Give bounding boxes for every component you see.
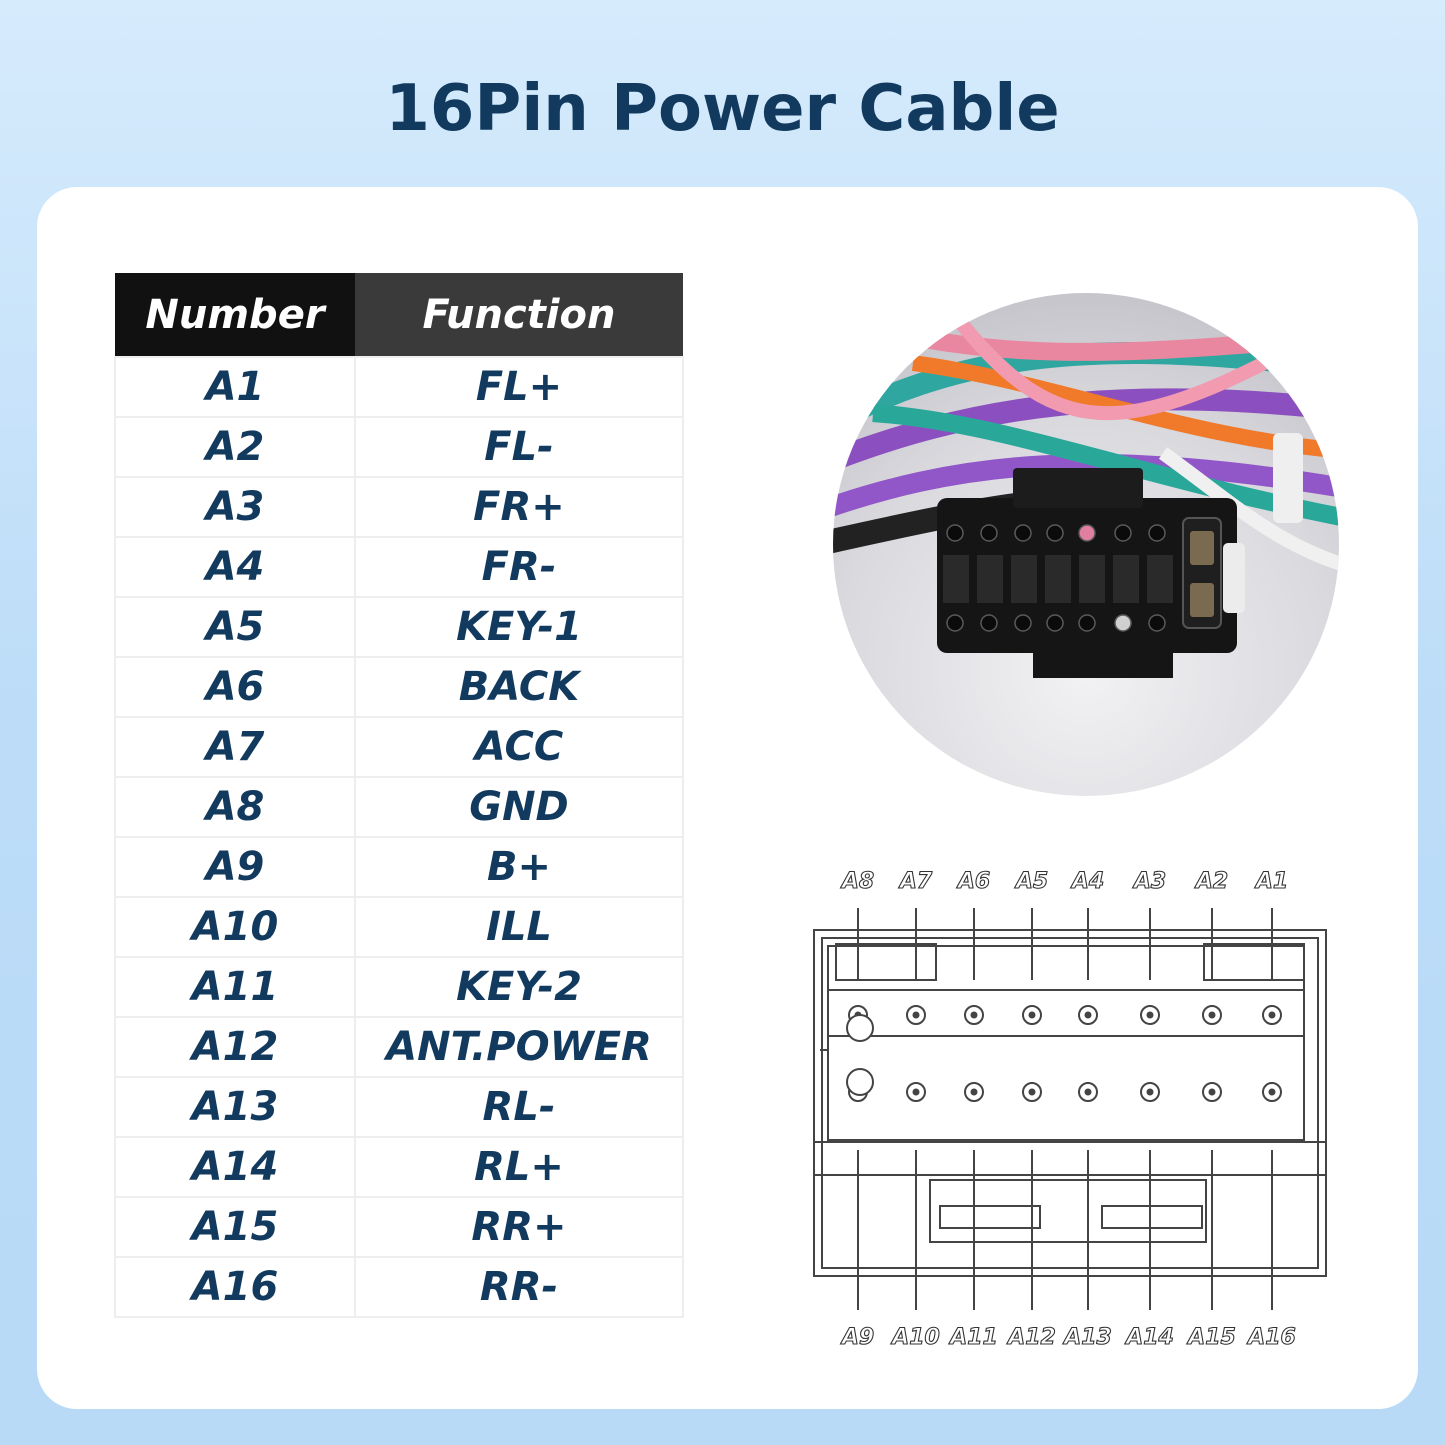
bottom-pin-label: A13 xyxy=(1062,1325,1112,1350)
top-pin-label: A5 xyxy=(1014,869,1048,894)
top-pin-label: A4 xyxy=(1070,869,1104,894)
pin-number-cell: A10 xyxy=(114,896,356,958)
pin-hole-center xyxy=(1028,1011,1036,1019)
header-function: Function xyxy=(354,273,683,357)
bottom-pin-label: A15 xyxy=(1186,1325,1236,1350)
pin-function-cell: BACK xyxy=(353,656,685,718)
top-pin-label: A1 xyxy=(1254,869,1288,894)
pin-function-cell: ANT.POWER xyxy=(353,1016,685,1078)
top-pin-label: A7 xyxy=(898,869,933,894)
pin-function-cell: FR- xyxy=(353,536,685,598)
top-pin-label: A6 xyxy=(956,869,990,894)
pin-function-cell: RL+ xyxy=(353,1136,685,1198)
connector-photo xyxy=(833,293,1339,796)
pin-hole-center xyxy=(1268,1011,1276,1019)
pin-number-cell: A4 xyxy=(114,536,356,598)
pin-function-cell: KEY-1 xyxy=(353,596,685,658)
bottom-pin-label: A12 xyxy=(1006,1325,1056,1350)
pin-hole-center xyxy=(1146,1088,1154,1096)
pin-function-cell: GND xyxy=(353,776,685,838)
bottom-pin-label: A14 xyxy=(1124,1325,1174,1350)
pin-number-cell: A8 xyxy=(114,776,356,838)
mount-hole xyxy=(846,1068,874,1096)
top-pin-label: A2 xyxy=(1194,869,1228,894)
pin-hole-center xyxy=(1084,1011,1092,1019)
mount-hole xyxy=(846,1014,874,1042)
pin-hole-center xyxy=(1028,1088,1036,1096)
bottom-pin-label: A9 xyxy=(840,1325,874,1350)
pin-number-cell: A14 xyxy=(114,1136,356,1198)
pin-function-cell: RR+ xyxy=(353,1196,685,1258)
pin-number-cell: A13 xyxy=(114,1076,356,1138)
pin-function-cell: RL- xyxy=(353,1076,685,1138)
pin-number-cell: A9 xyxy=(114,836,356,898)
pin-number-cell: A1 xyxy=(114,356,356,418)
pin-function-cell: KEY-2 xyxy=(353,956,685,1018)
pin-hole-center xyxy=(1084,1088,1092,1096)
pin-function-cell: ACC xyxy=(353,716,685,778)
pin-function-cell: B+ xyxy=(353,836,685,898)
pin-hole-center xyxy=(912,1088,920,1096)
pin-hole-center xyxy=(970,1088,978,1096)
pin-hole-center xyxy=(1146,1011,1154,1019)
pin-number-cell: A2 xyxy=(114,416,356,478)
bottom-pin-label: A16 xyxy=(1246,1325,1296,1350)
top-pin-label: A3 xyxy=(1132,869,1166,894)
pin-function-cell: FR+ xyxy=(353,476,685,538)
pin-hole-center xyxy=(970,1011,978,1019)
pin-number-cell: A6 xyxy=(114,656,356,718)
table-header-row: Number Function xyxy=(115,273,683,357)
top-pin-label: A8 xyxy=(840,869,874,894)
pin-number-cell: A16 xyxy=(114,1256,356,1318)
pin-hole-center xyxy=(1208,1088,1216,1096)
pin-number-cell: A7 xyxy=(114,716,356,778)
pin-hole-center xyxy=(1268,1088,1276,1096)
bottom-pin-label: A11 xyxy=(948,1325,998,1350)
pin-hole-center xyxy=(912,1011,920,1019)
pin-number-cell: A15 xyxy=(114,1196,356,1258)
pin-number-cell: A11 xyxy=(114,956,356,1018)
bottom-pin-label: A10 xyxy=(890,1325,940,1350)
page-title: 16Pin Power Cable xyxy=(385,72,1060,146)
header-number: Number xyxy=(115,273,355,357)
pin-function-cell: FL+ xyxy=(353,356,685,418)
pin-number-cell: A3 xyxy=(114,476,356,538)
pin-number-cell: A12 xyxy=(114,1016,356,1078)
pin-function-cell: ILL xyxy=(353,896,685,958)
pin-hole-center xyxy=(1208,1011,1216,1019)
pin-function-cell: RR- xyxy=(353,1256,685,1318)
pin-function-cell: FL- xyxy=(353,416,685,478)
pin-number-cell: A5 xyxy=(114,596,356,658)
